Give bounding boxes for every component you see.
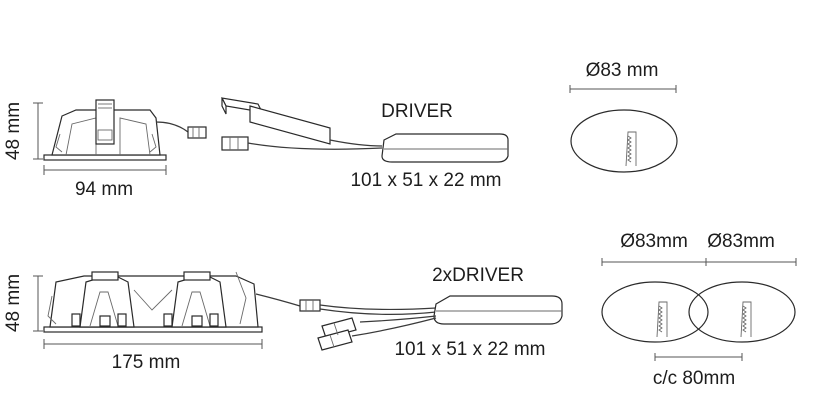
- double-driver-box: [433, 295, 563, 325]
- double-plug-detail: [329, 334, 335, 348]
- double-fixture-side-view: [33, 271, 321, 349]
- double-head-left-detail: [89, 291, 119, 327]
- single-connector-detail: [97, 129, 113, 141]
- double-output-plug: [317, 329, 353, 351]
- double-cutout-label-2: Ø83mm: [707, 231, 775, 252]
- double-driver: [317, 295, 563, 351]
- double-width-label: 175 mm: [112, 352, 181, 373]
- single-width-label: 94 mm: [75, 179, 133, 200]
- double-screw: [71, 313, 81, 327]
- double-output-plug: [321, 317, 357, 339]
- single-cutout-ellipse: [570, 109, 678, 173]
- single-driver: [220, 97, 509, 163]
- driver-cable: [329, 139, 383, 147]
- double-cutout-label-1: Ø83mm: [620, 231, 688, 252]
- double-flange: [43, 326, 263, 333]
- double-cutout-view: [601, 258, 797, 361]
- driver-box: [381, 133, 509, 163]
- double-cutout-ellipse-left: [601, 281, 709, 343]
- double-screw: [163, 313, 173, 327]
- double-driver-output-cable: [359, 315, 437, 323]
- single-cutout-label: Ø83 mm: [586, 60, 659, 81]
- double-spacing-label: c/c 80mm: [653, 368, 735, 389]
- double-cutout-ellipse-right: [688, 281, 796, 343]
- single-fixture-side-view: [33, 99, 207, 175]
- double-saw-mark-right: [740, 301, 752, 338]
- single-plug: [187, 126, 207, 139]
- double-driver-cable: [319, 308, 437, 315]
- double-head-right-detail: [181, 291, 211, 327]
- single-spring-clip: [149, 133, 157, 153]
- driver-input-plug-side: [221, 97, 227, 115]
- double-spring-clip: [47, 295, 57, 325]
- double-saw-mark-left: [656, 301, 668, 338]
- single-height-label: 48 mm: [3, 102, 24, 160]
- single-driver-title: DRIVER: [381, 101, 453, 122]
- double-plug: [299, 299, 321, 312]
- double-saw-teeth: [658, 305, 663, 333]
- single-flange: [43, 154, 167, 161]
- double-driver-output-cable: [351, 317, 437, 337]
- double-head-right-cap: [183, 271, 211, 281]
- double-height-label: 48 mm: [3, 274, 24, 332]
- double-spring-clip: [235, 271, 247, 325]
- driver-cable: [247, 142, 383, 150]
- double-screw: [191, 315, 203, 327]
- single-connector-block: [95, 99, 115, 145]
- double-head-left-cap: [91, 271, 119, 281]
- double-screw: [209, 313, 219, 327]
- single-driver-size: 101 x 51 x 22 mm: [350, 170, 501, 191]
- double-housing-detail: [133, 289, 173, 311]
- double-screw: [117, 313, 127, 327]
- driver-output-plug: [221, 136, 249, 151]
- double-driver-title: 2xDRIVER: [432, 265, 524, 286]
- double-screw: [99, 315, 111, 327]
- double-driver-size: 101 x 51 x 22 mm: [394, 339, 545, 360]
- double-cable: [255, 293, 301, 307]
- single-cutout-view: [569, 85, 678, 173]
- single-housing-detail: [119, 117, 151, 156]
- single-cable: [155, 121, 189, 133]
- driver-strain-relief: [249, 105, 331, 145]
- double-saw-teeth: [742, 305, 747, 333]
- single-saw-teeth: [627, 135, 632, 163]
- single-spring-clip: [55, 133, 63, 153]
- double-driver-cable: [319, 304, 437, 311]
- single-saw-mark: [625, 131, 637, 167]
- double-plug-detail: [333, 322, 339, 336]
